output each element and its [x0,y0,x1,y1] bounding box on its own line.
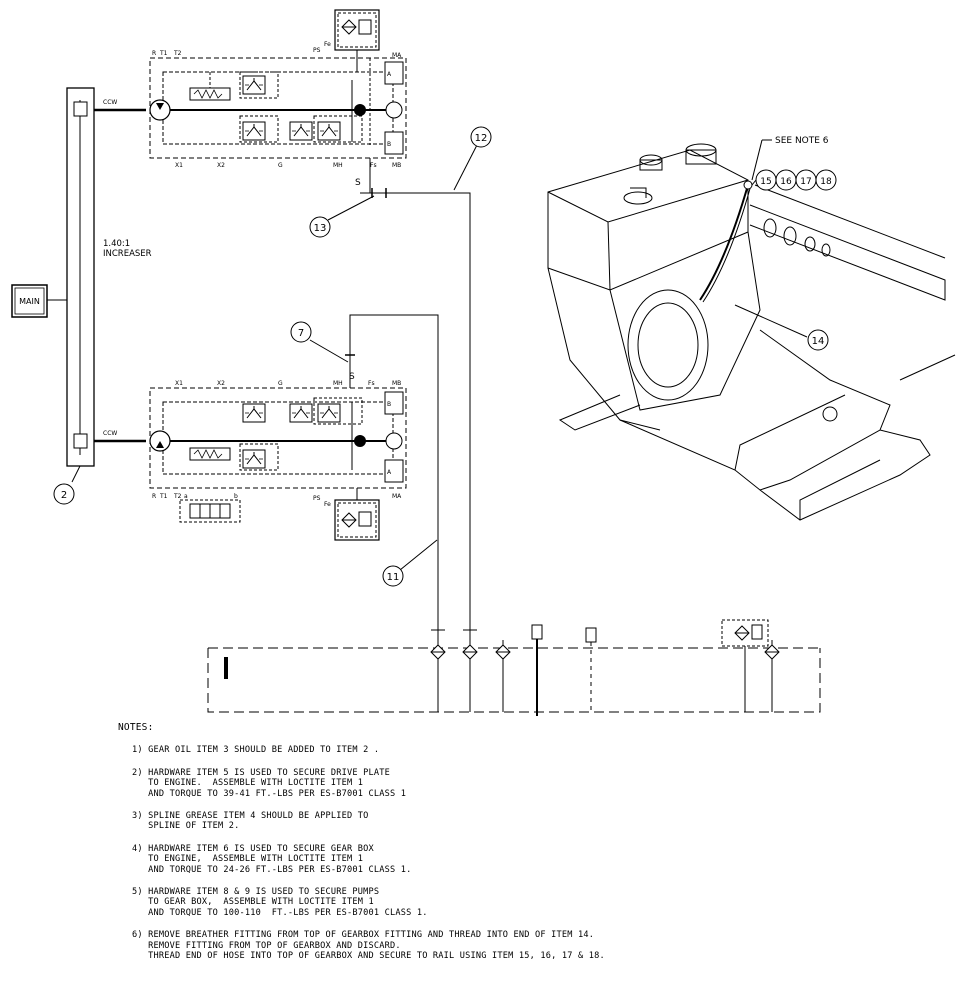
callout-13-label: 13 [314,223,327,234]
callout-11-label: 11 [387,572,400,583]
note-5: 5) HARDWARE ITEM 8 & 9 IS USED TO SECURE… [132,887,428,918]
port-MH-top: MH [333,162,343,169]
see-note-6-callout: SEE NOTE 6 [751,136,829,181]
callout-2: 2 [53,483,75,505]
main-label: MAIN [19,297,40,306]
machine-frame-isometric [547,143,956,521]
port-PS-top: PS [313,47,321,54]
port-MA-top: MA [392,52,402,59]
port-T2-bottom: T2 [173,493,182,500]
callout-14-label: 14 [812,336,825,347]
ccw-label-bottom: CCW [103,430,117,437]
pump-top: A B R T1 T2 PS Fe MA X1 X2 G MH Fs MB S [149,9,407,188]
port-MA-bottom: MA [392,493,402,500]
port-Fs-top: Fs [370,162,377,169]
callout-12-label: 12 [475,133,488,144]
port-PS-bottom: PS [313,495,321,502]
notes-section: NOTES: 1) GEAR OIL ITEM 3 SHOULD BE ADDE… [118,722,938,962]
callout-7: 7 [290,321,349,363]
port-T1-top: T1 [159,50,168,57]
port-MH-bottom: MH [333,380,343,387]
port-B-top: B [387,141,391,148]
callout-2-label: 2 [61,490,67,501]
note-4: 4) HARDWARE ITEM 6 IS USED TO SECURE GEA… [132,843,412,875]
ratio-label: 1.40:1 [103,239,130,249]
callout-15-label: 15 [760,177,771,187]
port-G-top: G [278,162,283,169]
ccw-label-top: CCW [103,99,117,106]
port-Fe-bottom: Fe [324,501,331,508]
port-A-bottom: A [387,469,392,476]
port-MB-top: MB [392,162,401,169]
port-a-bottom: a [184,493,188,500]
port-Fs-bottom: Fs [368,380,375,387]
port-A-top: A [387,71,392,78]
main-engine-box: MAIN [11,284,48,318]
port-T2-top: T2 [173,50,182,57]
callout-16-label: 16 [780,177,792,187]
port-G-bottom: G [278,380,283,387]
port-S-top: S [355,178,361,188]
port-R-bottom: R [152,493,156,500]
callout-17-label: 17 [800,177,811,187]
port-b-bottom: b [234,493,238,500]
port-Fe-top: Fe [324,41,331,48]
note-1: 1) GEAR OIL ITEM 3 SHOULD BE ADDED TO IT… [132,745,380,756]
increaser-label: INCREASER [103,249,152,259]
port-X1-top: X1 [175,162,183,169]
port-T1-bottom: T1 [159,493,168,500]
port-R-top: R [152,50,156,57]
port-X1-bottom: X1 [175,380,183,387]
gearbox-increaser [46,87,146,483]
note-6: 6) REMOVE BREATHER FITTING FROM TOP OF G… [132,930,605,962]
callout-group-15-18: 15 16 17 18 [751,169,837,191]
callout-12: 12 [453,126,492,191]
port-MB-bottom: MB [392,380,401,387]
callout-18-label: 18 [820,177,832,187]
callout-13: 13 [309,195,375,238]
suction-hoses [345,178,471,630]
port-X2-top: X2 [217,162,225,169]
port-S-bottom: S [349,372,355,382]
notes-heading: NOTES: [118,722,154,733]
callout-11: 11 [382,539,438,587]
hydraulic-reservoir [207,619,821,716]
port-B-bottom: B [387,401,391,408]
note-2: 2) HARDWARE ITEM 5 IS USED TO SECURE DRI… [132,767,407,799]
callout-7-label: 7 [298,328,304,339]
note-3: 3) SPLINE GREASE ITEM 4 SHOULD BE APPLIE… [132,811,369,832]
port-X2-bottom: X2 [217,380,225,387]
see-note-label: SEE NOTE 6 [775,136,829,146]
pump-bottom: B A X1 X2 G MH Fs MB R T1 T2 a b PS Fe M… [149,350,407,541]
callout-14: 14 [734,304,829,351]
